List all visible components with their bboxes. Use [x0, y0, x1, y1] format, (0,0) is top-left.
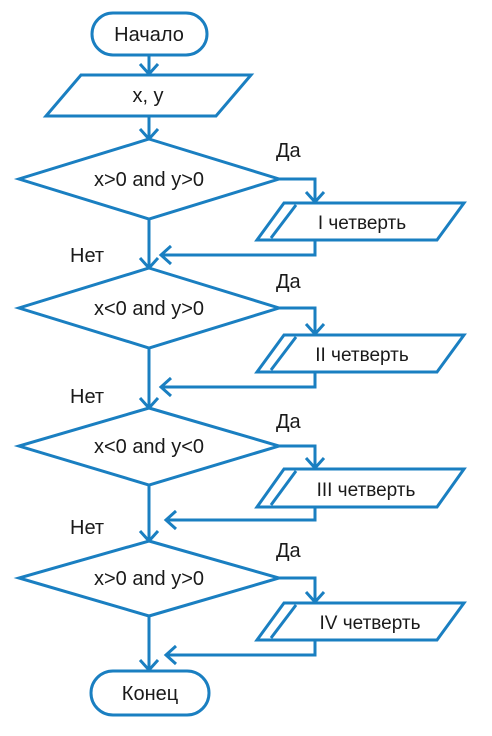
decision-1-return-line [161, 240, 317, 257]
decision-1-output-parallelogram [254, 201, 467, 242]
decision-1-no-label: Нет [70, 245, 104, 267]
decision-4-output-label: IV четверть [320, 613, 421, 634]
input-label: x, y [132, 85, 163, 107]
decision-2-yes-branch [279, 306, 317, 334]
arrowhead [163, 644, 178, 666]
output-border-line [269, 604, 298, 639]
decision-1-output-label: I четверть [318, 213, 406, 234]
arrowhead [158, 244, 173, 266]
decision-3-output-parallelogram [254, 467, 467, 509]
decision-2-condition: x<0 and y>0 [94, 298, 204, 320]
end-terminator [89, 669, 211, 717]
decision-3-yes-label: Да [276, 411, 302, 433]
decision-4-yes-label: Да [276, 540, 302, 562]
decision-4-output-parallelogram [254, 601, 467, 642]
decision-3-condition: x<0 and y<0 [94, 436, 204, 458]
decision-2-return-line [161, 372, 317, 389]
end-label: Конец [122, 683, 178, 705]
arrowhead [158, 376, 173, 398]
decision-3-output-label: III четверть [317, 480, 416, 501]
decision-4-return-line [166, 640, 317, 657]
decision-3-yes-branch [279, 444, 317, 468]
decision-2-output-label: II четверть [315, 345, 409, 366]
output-border-line [269, 336, 298, 371]
decision-1-yes-label: Да [276, 140, 302, 162]
output-border-line [269, 470, 298, 506]
arrowhead [163, 509, 178, 531]
decision-3-return-line [166, 507, 317, 522]
decision-3-no-label: Нет [70, 517, 104, 539]
decision-1-condition: x>0 and y>0 [94, 169, 204, 191]
output-border-line [269, 204, 298, 239]
decision-4-yes-branch [279, 576, 317, 602]
input-parallelogram [42, 73, 255, 118]
decision-2-output-parallelogram [254, 333, 467, 374]
decision-1-yes-branch [279, 177, 317, 202]
start-label: Начало [114, 24, 184, 46]
decision-2-yes-label: Да [276, 271, 302, 293]
decision-2-no-label: Нет [70, 386, 104, 408]
decision-4-condition: x>0 and y>0 [94, 568, 204, 590]
